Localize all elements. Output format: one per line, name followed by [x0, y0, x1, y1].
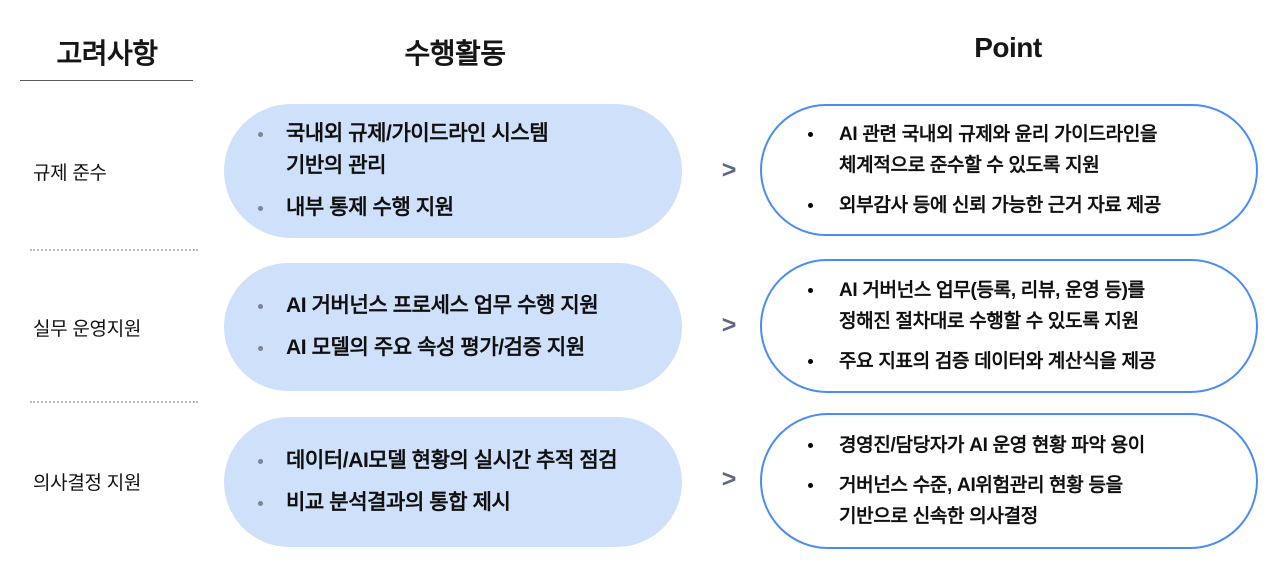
- bullet-text: AI 모델의 주요 속성 평가/검증 지원: [286, 332, 585, 364]
- bullet-text: 외부감사 등에 신뢰 가능한 근거 자료 제공: [839, 190, 1161, 221]
- row-divider: [30, 249, 198, 251]
- bullet-line: 비교 분석결과의 통합 제시: [286, 491, 511, 514]
- bullet-line: 국내외 규제/가이드라인 시스템: [286, 122, 549, 145]
- list-item: 국내외 규제/가이드라인 시스템 기반의 관리: [224, 118, 656, 182]
- bullet-line: AI 관련 국내외 규제와 윤리 가이드라인을: [839, 124, 1158, 145]
- bullet-icon: [258, 346, 263, 351]
- list-item: AI 거버넌스 업무(등록, 리뷰, 운영 등)를 정해진 절차대로 수행할 수…: [762, 275, 1256, 337]
- row-divider: [30, 401, 198, 403]
- activity-pill-row3: 데이터/AI모델 현황의 실시간 추적 점검 비교 분석결과의 통합 제시: [224, 417, 682, 547]
- bullet-text: 거버넌스 수준, AI위험관리 현황 등을 기반으로 신속한 의사결정: [839, 470, 1123, 532]
- bullet-icon: [258, 132, 263, 137]
- list-item: 경영진/담당자가 AI 운영 현황 파악 용이: [762, 430, 1256, 461]
- bullet-icon: [808, 443, 813, 448]
- row-label-regulatory-compliance: 규제 준수: [33, 163, 107, 184]
- bullet-line: 데이터/AI모델 현황의 실시간 추적 점검: [286, 449, 618, 472]
- bullet-text: 내부 통제 수행 지원: [286, 192, 454, 224]
- bullet-icon: [258, 501, 263, 506]
- bullet-line: 기반의 관리: [286, 154, 387, 177]
- bullet-line: AI 거버넌스 프로세스 업무 수행 지원: [286, 294, 599, 317]
- bullet-line: AI 모델의 주요 속성 평가/검증 지원: [286, 336, 585, 359]
- header-underline: [20, 80, 193, 81]
- list-item: 데이터/AI모델 현황의 실시간 추적 점검: [224, 445, 656, 477]
- bullet-icon: [258, 459, 263, 464]
- bullet-line: 거버넌스 수준, AI위험관리 현황 등을: [839, 475, 1123, 496]
- bullet-icon: [808, 483, 813, 488]
- bullet-line: 경영진/담당자가 AI 운영 현황 파악 용이: [839, 435, 1145, 456]
- bullet-icon: [808, 359, 813, 364]
- bullet-text: AI 관련 국내외 규제와 윤리 가이드라인을 체계적으로 준수할 수 있도록 …: [839, 119, 1157, 181]
- column-header-point: Point: [974, 32, 1042, 63]
- bullet-line: 주요 지표의 검증 데이터와 계산식을 제공: [839, 351, 1156, 372]
- bullet-text: 경영진/담당자가 AI 운영 현황 파악 용이: [839, 430, 1145, 461]
- bullet-line: 기반으로 신속한 의사결정: [839, 506, 1038, 527]
- chevron-right-icon: >: [721, 156, 737, 184]
- bullet-text: 데이터/AI모델 현황의 실시간 추적 점검: [286, 445, 618, 477]
- bullet-icon: [258, 304, 263, 309]
- list-item: AI 모델의 주요 속성 평가/검증 지원: [224, 332, 656, 364]
- point-pill-row3: 경영진/담당자가 AI 운영 현황 파악 용이 거버넌스 수준, AI위험관리 …: [760, 413, 1258, 549]
- bullet-line: 내부 통제 수행 지원: [286, 196, 454, 219]
- bullet-icon: [808, 288, 813, 293]
- bullet-line: 정해진 절차대로 수행할 수 있도록 지원: [839, 311, 1139, 332]
- bullet-text: 국내외 규제/가이드라인 시스템 기반의 관리: [286, 118, 549, 182]
- bullet-line: 체계적으로 준수할 수 있도록 지원: [839, 155, 1100, 176]
- list-item: 내부 통제 수행 지원: [224, 192, 656, 224]
- bullet-icon: [258, 206, 263, 211]
- activity-pill-row1: 국내외 규제/가이드라인 시스템 기반의 관리 내부 통제 수행 지원: [224, 104, 682, 238]
- list-item: 거버넌스 수준, AI위험관리 현황 등을 기반으로 신속한 의사결정: [762, 470, 1256, 532]
- list-item: AI 관련 국내외 규제와 윤리 가이드라인을 체계적으로 준수할 수 있도록 …: [762, 119, 1256, 181]
- column-header-activities: 수행활동: [404, 38, 506, 69]
- activity-pill-row2: AI 거버넌스 프로세스 업무 수행 지원 AI 모델의 주요 속성 평가/검증…: [224, 263, 682, 391]
- point-pill-row2: AI 거버넌스 업무(등록, 리뷰, 운영 등)를 정해진 절차대로 수행할 수…: [760, 259, 1258, 393]
- bullet-icon: [808, 132, 813, 137]
- point-pill-row1: AI 관련 국내외 규제와 윤리 가이드라인을 체계적으로 준수할 수 있도록 …: [760, 104, 1258, 236]
- bullet-icon: [808, 203, 813, 208]
- row-label-operational-support: 실무 운영지원: [33, 319, 142, 340]
- chevron-right-icon: >: [721, 311, 737, 339]
- list-item: 주요 지표의 검증 데이터와 계산식을 제공: [762, 346, 1256, 377]
- bullet-text: 비교 분석결과의 통합 제시: [286, 487, 511, 519]
- list-item: AI 거버넌스 프로세스 업무 수행 지원: [224, 290, 656, 322]
- list-item: 외부감사 등에 신뢰 가능한 근거 자료 제공: [762, 190, 1256, 221]
- bullet-line: AI 거버넌스 업무(등록, 리뷰, 운영 등)를: [839, 280, 1145, 301]
- column-header-considerations: 고려사항: [56, 38, 158, 69]
- row-label-decision-support: 의사결정 지원: [33, 473, 142, 494]
- bullet-text: 주요 지표의 검증 데이터와 계산식을 제공: [839, 346, 1156, 377]
- bullet-line: 외부감사 등에 신뢰 가능한 근거 자료 제공: [839, 195, 1161, 216]
- list-item: 비교 분석결과의 통합 제시: [224, 487, 656, 519]
- bullet-text: AI 거버넌스 업무(등록, 리뷰, 운영 등)를 정해진 절차대로 수행할 수…: [839, 275, 1145, 337]
- bullet-text: AI 거버넌스 프로세스 업무 수행 지원: [286, 290, 599, 322]
- chevron-right-icon: >: [721, 465, 737, 493]
